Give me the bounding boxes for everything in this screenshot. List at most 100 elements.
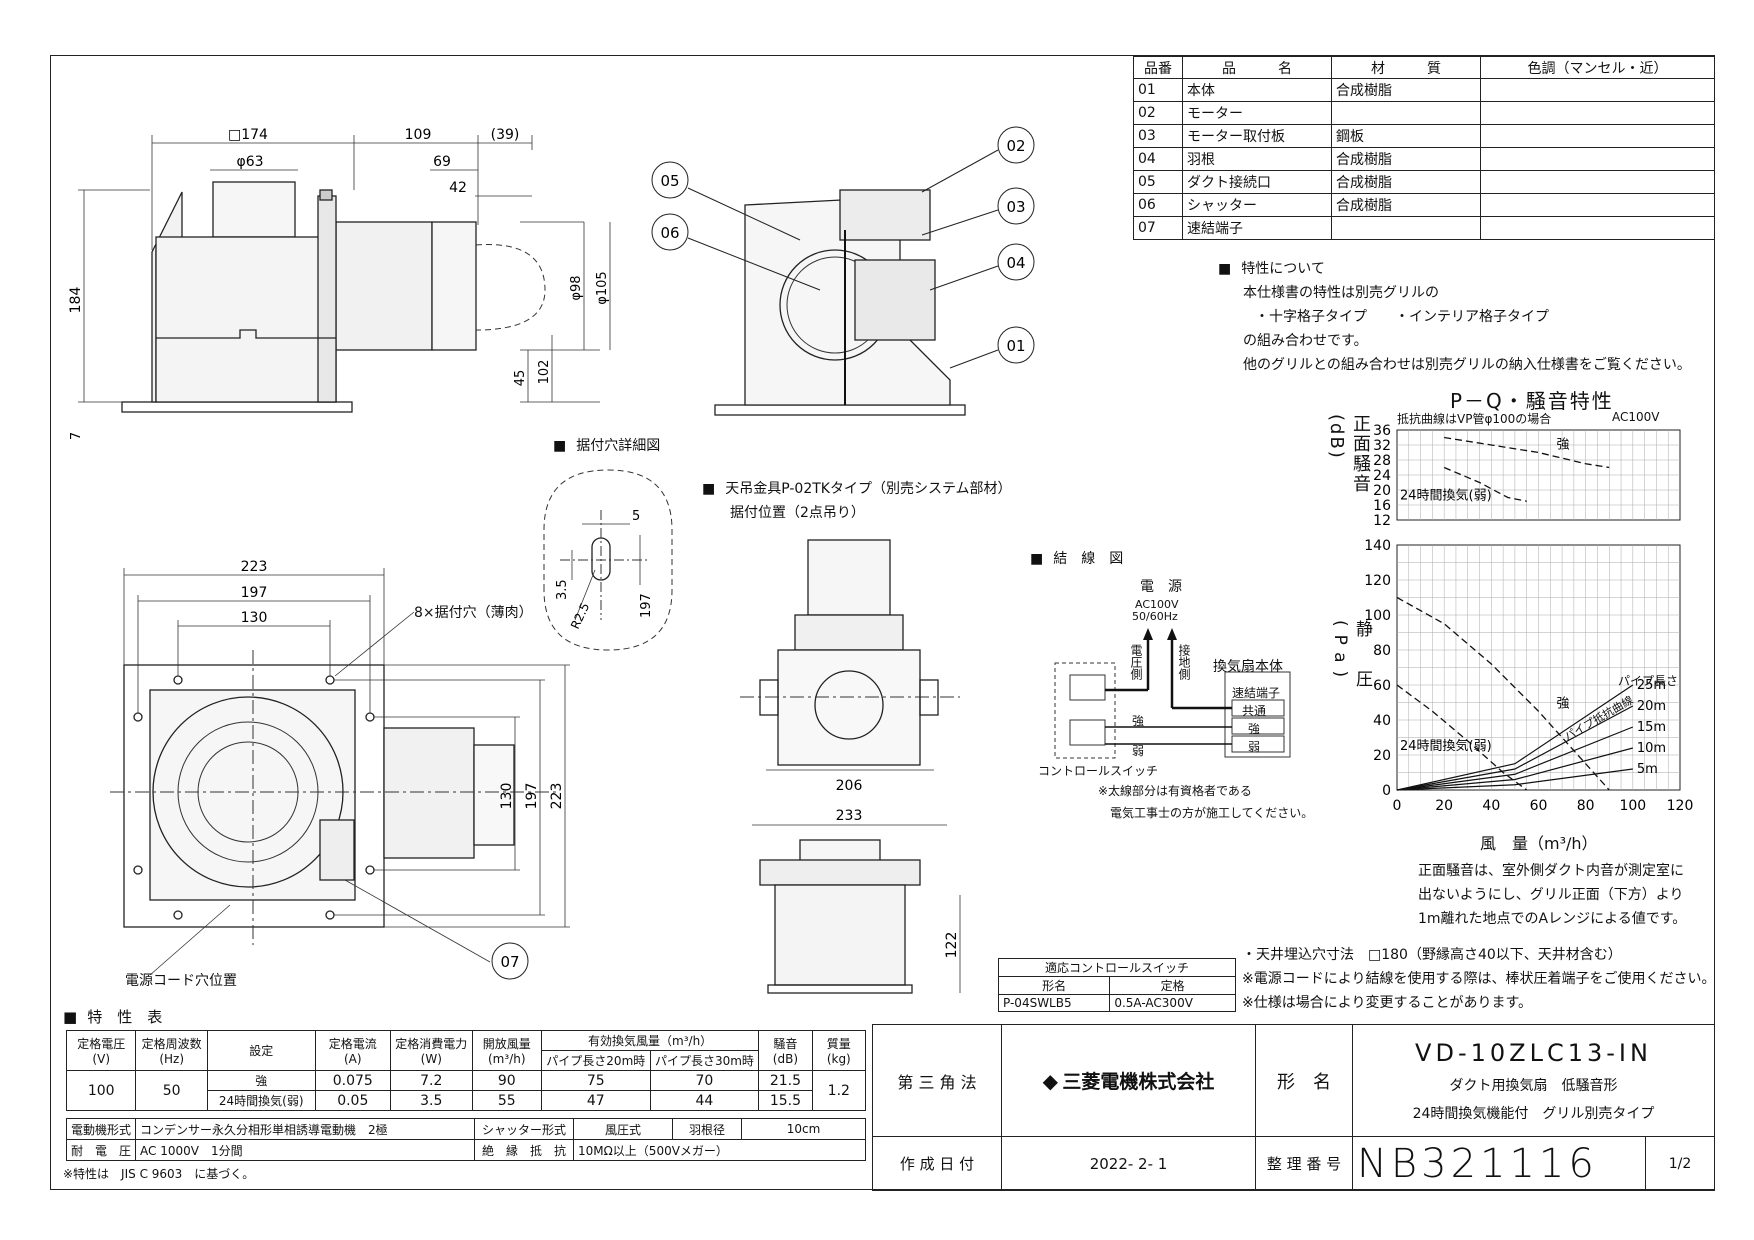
switch-header: 定格 [1109, 976, 1236, 995]
dim-5: 5 [632, 509, 640, 524]
dim-223-bottom: 223 [241, 559, 268, 575]
h-setting: 設定 [206, 1030, 316, 1071]
svg-text:02: 02 [1006, 137, 1025, 155]
table-row: 電動機形式 コンデンサー永久分相形単相誘導電動機 2極 シャッター形式 風圧式 … [65, 1118, 866, 1140]
h-open: 開放風量 [482, 1037, 531, 1051]
wiring-weak: 弱 [1248, 740, 1261, 754]
y-tick-label: 20 [1373, 748, 1391, 764]
chart-subtitle: 抵抗曲線はVP管φ100の場合 [1397, 412, 1552, 426]
part-no: 03 [1133, 124, 1183, 148]
spec-table-bottom: 電動機形式 コンデンサー永久分相形単相誘導電動機 2極 シャッター形式 風圧式 … [65, 1118, 866, 1161]
chart-power-label: AC100V [1612, 410, 1660, 424]
dim-197-bottom: 197 [241, 585, 268, 601]
motor-value: コンデンサー永久分相形単相誘導電動機 2極 [135, 1118, 476, 1140]
p20-value: 47 [540, 1090, 651, 1111]
part-name: シャッター [1182, 193, 1332, 217]
h-noise: 騒音 [773, 1037, 798, 1051]
series-label: 25m [1637, 678, 1666, 693]
dim-63: φ63 [236, 154, 263, 170]
dim-184: 184 [68, 287, 84, 314]
pq-xlabel: 風 量（m³/h） [1480, 834, 1598, 853]
y-tick-label: 40 [1373, 713, 1391, 729]
series-line [1396, 684, 1528, 791]
part-material: 鋼板 [1331, 124, 1481, 148]
x-tick-label: 100 [1619, 798, 1646, 814]
dim-7: 7 [69, 432, 84, 440]
pq-ylabel: 静 圧(Pa) [1330, 620, 1372, 695]
y-tick-label: 32 [1373, 438, 1391, 454]
part-material: 合成樹脂 [1331, 193, 1481, 217]
callout-04: 04 [929, 243, 1035, 291]
pipe-length-label: パイプ長さ [1618, 674, 1679, 688]
noise-note: 正面騒音は、室外側ダクト内音が測定室に [1418, 863, 1684, 879]
noise-value: 15.5 [758, 1090, 813, 1111]
h-mass-unit: (kg) [826, 1052, 851, 1066]
setting-value: 24時間換気(弱) [206, 1090, 316, 1111]
x-tick-label: 20 [1435, 798, 1453, 814]
hole-detail-title: 据付穴詳細図 [553, 435, 660, 455]
series-line [1396, 768, 1633, 791]
h-current: 定格電流 [328, 1037, 377, 1051]
spec-title: 特 性 表 [63, 1006, 162, 1027]
part-name: モーター取付板 [1182, 124, 1332, 148]
dim-206: 206 [836, 778, 863, 794]
model-desc-2: 24時間換気機能付 グリル別売タイプ [1412, 1105, 1655, 1122]
callout-05: 05 [651, 161, 801, 241]
title-block: 第 三 角 法 ◆ 三菱電機株式会社 形 名 VD-10ZLC13-IN ダクト… [872, 1024, 1715, 1191]
shutter-value: 風圧式 [573, 1118, 674, 1140]
svg-text:04: 04 [1006, 254, 1025, 272]
x-tick-label: 40 [1482, 798, 1500, 814]
wiring-power-spec-2: 50/60Hz [1132, 610, 1178, 623]
dim-3-5: 3.5 [555, 579, 570, 600]
doc-no-label: 整 理 番 号 [1255, 1136, 1353, 1191]
freq-value: 50 [135, 1070, 208, 1111]
wiring-note-2: 電気工事士の方が施工してください。 [1110, 806, 1314, 820]
table-row: 耐 電 圧 AC 1000V 1分間 絶 縁 抵 抗 10MΩ以上（500Vメガ… [65, 1139, 866, 1161]
wiring-switch-strong: 強 [1132, 714, 1145, 728]
wiring-power-spec-1: AC100V [1135, 598, 1179, 611]
switch-model: P-04SWLB5 [997, 994, 1111, 1012]
spec-note: ※特性は JIS C 9603 に基づく。 [63, 1167, 255, 1181]
series-label: 10m [1637, 741, 1666, 756]
model-number: VD-10ZLC13-IN [1415, 1038, 1652, 1067]
x-tick-label: 120 [1667, 798, 1694, 814]
dim-45: 45 [513, 370, 528, 387]
voltage-value: 100 [65, 1070, 137, 1111]
power-value: 7.2 [390, 1070, 473, 1091]
insulation-value: 10MΩ以上（500Vメガー） [573, 1139, 866, 1161]
tokusei-title: 特性について [1218, 258, 1325, 278]
company-name: 三菱電機株式会社 [1062, 1071, 1215, 1093]
mount-holes-label: 8×据付穴（薄肉） [414, 605, 533, 621]
h-freq-unit: (Hz) [159, 1052, 184, 1066]
wiring-ground-side: 接地側 [1177, 644, 1191, 680]
footnote: ※仕様は場合により変更することがあります。 [1242, 995, 1533, 1011]
dim-197-detail: 197 [639, 593, 654, 618]
creation-date: 2022- 2- 1 [1001, 1136, 1256, 1191]
noise-note: 出ないようにし、グリル正面（下方）より [1418, 887, 1684, 903]
setting-value: 強 [206, 1070, 316, 1091]
part-name: 本体 [1182, 78, 1332, 102]
part-material: 合成樹脂 [1331, 78, 1481, 102]
dim-130-side: 130 [499, 783, 515, 810]
side-view [121, 181, 546, 413]
y-tick-label: 0 [1382, 783, 1391, 799]
mass-value: 1.2 [811, 1070, 867, 1111]
series-line [1396, 747, 1633, 791]
callout-01: 01 [949, 326, 1035, 369]
series-label: 強 [1557, 696, 1570, 711]
svg-text:01: 01 [1006, 337, 1025, 355]
wiring-fan-body: 換気扇本体 [1213, 659, 1283, 675]
y-tick-label: 100 [1364, 608, 1391, 624]
parts-header: 品 名 [1182, 56, 1332, 79]
part-no: 04 [1133, 147, 1183, 171]
dim-r2-5: R2.5 [568, 600, 592, 631]
dim-102: 102 [537, 360, 552, 385]
y-tick-label: 12 [1373, 513, 1391, 529]
y-tick-label: 80 [1373, 643, 1391, 659]
